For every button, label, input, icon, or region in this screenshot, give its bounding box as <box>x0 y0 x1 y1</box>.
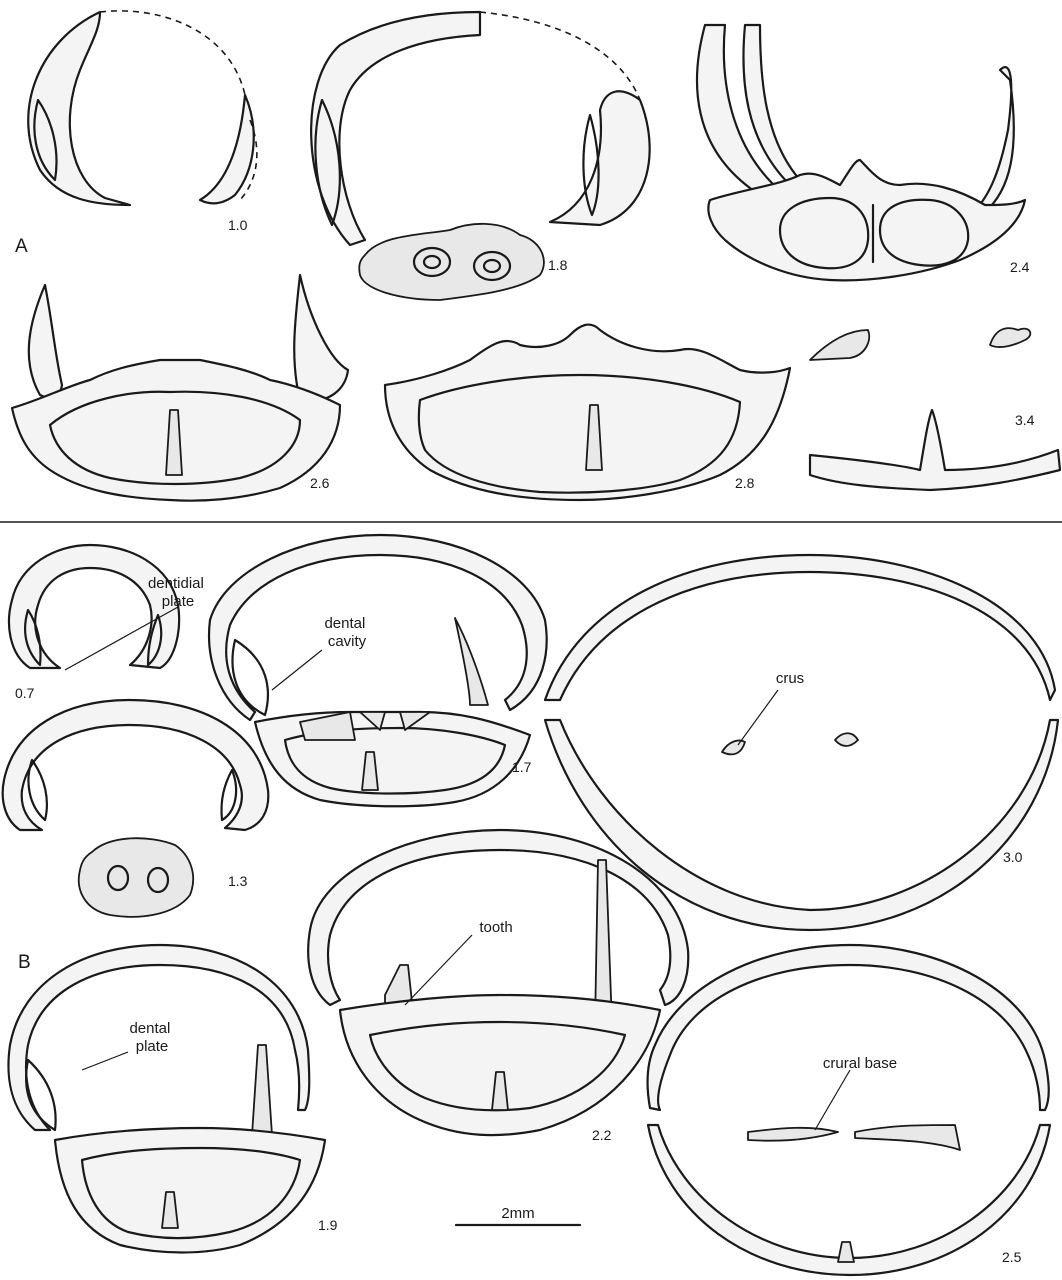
section-a-2-4 <box>697 25 1025 280</box>
section-number: 1.7 <box>512 759 532 775</box>
leader-crural-base <box>815 1070 850 1130</box>
section-number: 3.0 <box>1003 849 1023 865</box>
section-number: 1.8 <box>548 257 568 273</box>
section-number: 2.4 <box>1010 259 1030 275</box>
section-a-1-8 <box>311 12 650 300</box>
annotation-crus: crus <box>776 670 804 687</box>
section-number: 2.5 <box>1002 1249 1022 1265</box>
scale-bar-label: 2mm <box>501 1205 534 1222</box>
leader-crus <box>738 690 778 745</box>
section-number: 1.3 <box>228 873 248 889</box>
section-b-0-7 <box>9 545 179 668</box>
section-number: 2.2 <box>592 1127 612 1143</box>
annotation-crural-base: crural base <box>823 1055 897 1072</box>
section-number: 3.4 <box>1015 412 1035 428</box>
panel-label-b: B <box>18 952 31 973</box>
section-b-2-2 <box>308 830 688 1135</box>
section-number: 1.9 <box>318 1217 338 1233</box>
section-number: 2.8 <box>735 475 755 491</box>
scale-bar: 2mm <box>456 1205 580 1225</box>
section-a-2-8 <box>385 325 790 500</box>
section-a-1-0 <box>28 11 257 205</box>
section-a-3-4 <box>810 328 1060 490</box>
section-number: 2.6 <box>310 475 330 491</box>
section-b-2-5 <box>648 945 1050 1275</box>
section-b-1-9 <box>8 945 325 1253</box>
annotation-dental-cavity: dental cavity <box>324 615 369 650</box>
section-number: 0.7 <box>15 685 35 701</box>
leader-tooth <box>405 935 472 1005</box>
section-a-2-6 <box>12 275 348 501</box>
section-number: 1.0 <box>228 217 248 233</box>
annotation-tooth: tooth <box>479 919 512 936</box>
leader-dental-plate <box>82 1052 128 1070</box>
panel-label-a: A <box>15 236 28 257</box>
annotation-dental-plate: dental plate <box>129 1020 174 1055</box>
leader-dental-cavity <box>272 650 322 690</box>
